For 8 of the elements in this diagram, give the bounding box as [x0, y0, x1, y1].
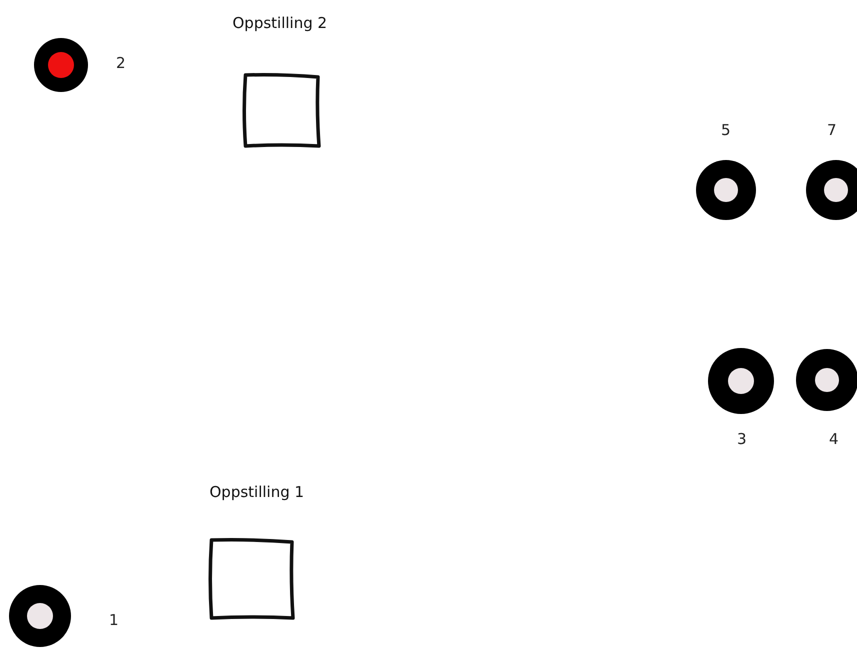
number-label: 5 [721, 121, 731, 139]
position-heading: Oppstilling 1 [210, 483, 304, 501]
number-label: 1 [109, 611, 119, 629]
number-label: 3 [737, 430, 747, 448]
number-label: 2 [116, 54, 126, 72]
number-label: 7 [827, 121, 837, 139]
number-label: 4 [829, 430, 839, 448]
position-heading: Oppstilling 2 [232, 14, 328, 32]
